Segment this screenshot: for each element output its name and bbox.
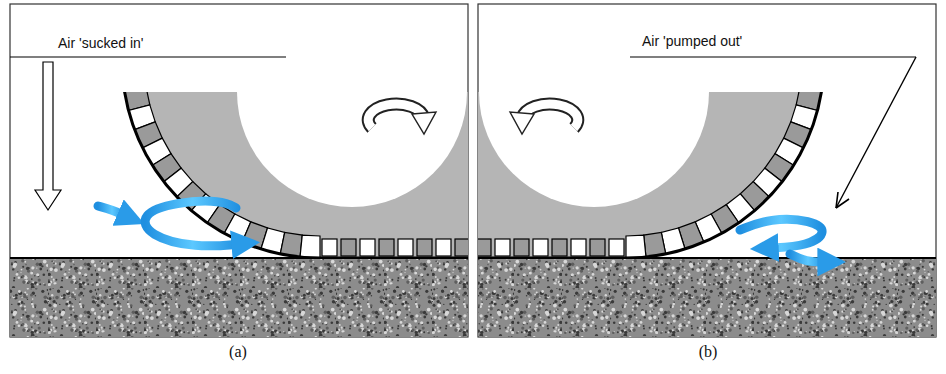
air-flow-arrow (790, 254, 826, 262)
label-underline (10, 56, 286, 57)
air-flow-arrow (145, 201, 240, 246)
annotations (10, 57, 916, 262)
air-flow-arrow (98, 206, 126, 216)
tire (122, 92, 468, 258)
annotation-label: Air 'pumped out' (642, 33, 742, 49)
rotation-arrow (510, 104, 578, 134)
air-flow (98, 201, 826, 262)
road-surface (478, 258, 936, 337)
road-surface (10, 258, 468, 337)
rotation-arrow (368, 104, 436, 134)
panel-b (428, 0, 936, 337)
panel-caption: (b) (699, 343, 718, 361)
air-flow-arrow (740, 219, 822, 248)
leader-arrowhead (836, 192, 849, 208)
panel-caption: (a) (229, 343, 247, 361)
intake-arrow (35, 62, 61, 210)
tire (478, 92, 824, 258)
leader-line (836, 57, 916, 208)
panel-a (10, 0, 518, 337)
label-underline (630, 56, 916, 57)
annotation-label: Air 'sucked in' (58, 35, 144, 51)
